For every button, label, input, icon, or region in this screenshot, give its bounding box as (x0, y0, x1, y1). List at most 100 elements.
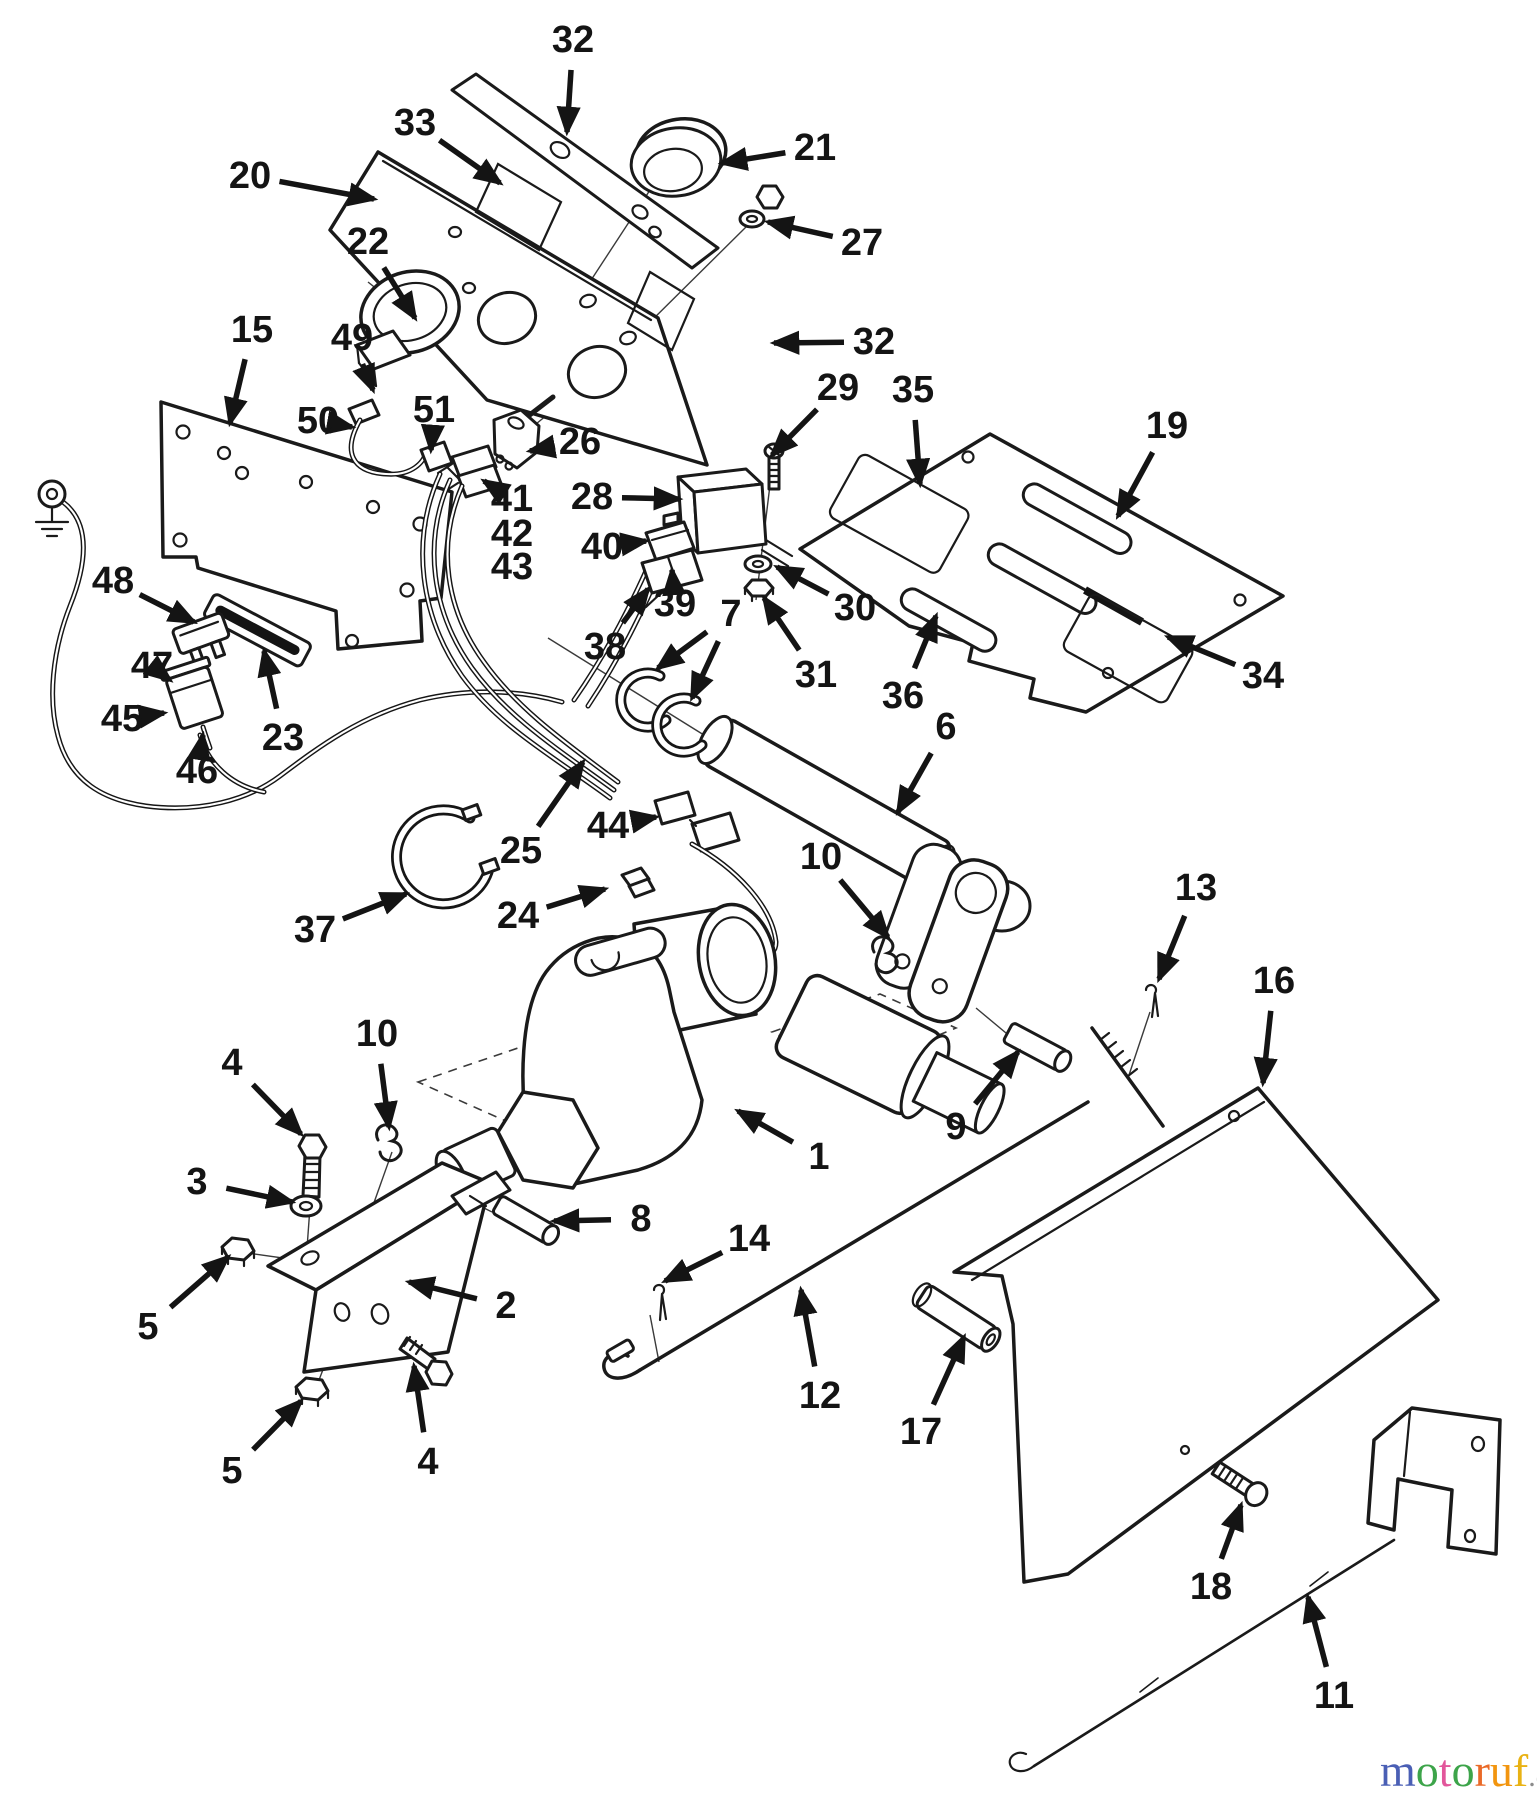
callout-30: 30 (773, 564, 876, 629)
part-number-label: 10 (356, 1013, 398, 1055)
part-side-panel-16 (952, 1086, 1440, 1584)
callout-25: 25 (500, 758, 586, 872)
callout-18: 18 (1190, 1500, 1244, 1608)
part-number-label: 23 (262, 717, 304, 759)
part-number-label: 24 (497, 895, 539, 937)
part-lift-rod-12 (602, 1026, 1165, 1380)
callout-50: 50 (297, 400, 357, 442)
callout-3: 3 (186, 1161, 297, 1209)
callout-arrow (654, 629, 709, 671)
callout-31: 31 (761, 594, 837, 696)
callout-11: 11 (1302, 1592, 1354, 1717)
part-number-label: 32 (552, 19, 594, 61)
callout-arrow (404, 1276, 478, 1302)
callout-34: 34 (1163, 634, 1284, 697)
part-number-label: 6 (935, 706, 956, 748)
callout-6: 6 (895, 706, 957, 816)
callout-49: 49 (331, 317, 376, 395)
part-number-label: 46 (176, 750, 218, 792)
part-number-label: 18 (1190, 1566, 1232, 1608)
callout-27: 27 (763, 215, 883, 264)
part-number-label: 19 (1146, 405, 1188, 447)
callout-arrow (662, 565, 687, 597)
part-number-label: 25 (500, 830, 542, 872)
part-number-label: 21 (794, 127, 836, 169)
part-number-label: 41 (491, 478, 533, 520)
part-number-label: 14 (728, 1218, 770, 1260)
callout-arrow (535, 758, 586, 828)
part-number-label: 35 (892, 369, 934, 411)
callout-42: 42 (491, 513, 533, 555)
callout-5: 5 (137, 1254, 232, 1348)
part-nut-washer-27 (738, 184, 785, 229)
part-connector-stack-41-42-43 (436, 444, 504, 499)
callout-arrow (763, 215, 834, 240)
callout-1: 1 (734, 1108, 830, 1178)
callout-arrow (838, 878, 891, 941)
callout-48: 48 (92, 560, 198, 625)
callout-arrow (1302, 1592, 1330, 1668)
part-number-label: 4 (417, 1441, 438, 1483)
callout-arrow (324, 410, 357, 435)
part-number-label: 22 (347, 221, 389, 263)
part-mounting-plate-15 (159, 400, 454, 651)
part-number-label: 40 (581, 526, 623, 568)
part-number-label: 28 (571, 476, 613, 518)
callout-arrow (628, 809, 661, 834)
part-number-label: 5 (137, 1306, 158, 1348)
callout-arrow (437, 138, 504, 186)
part-number-label: 10 (800, 836, 842, 878)
part-mounting-bracket-2 (266, 1161, 512, 1374)
callout-2: 2 (404, 1276, 517, 1327)
part-number-label: 48 (92, 560, 134, 602)
part-number-label: 15 (231, 309, 273, 351)
part-number-label: 17 (900, 1411, 942, 1453)
part-number-label: 30 (834, 587, 876, 629)
part-number-label: 32 (853, 321, 895, 363)
part-clevis-pin-9 (1002, 1022, 1073, 1073)
callout-4: 4 (221, 1042, 305, 1138)
part-number-label: 37 (294, 909, 336, 951)
callout-8: 8 (549, 1198, 652, 1240)
callout-arrow (769, 330, 845, 355)
callout-32: 32 (769, 321, 895, 363)
part-number-label: 33 (394, 102, 436, 144)
part-number-label: 2 (495, 1285, 516, 1327)
callout-arrow (717, 147, 786, 171)
callout-16: 16 (1253, 960, 1295, 1088)
part-heat-shield-plate-19 (798, 432, 1285, 714)
part-number-label: 3 (186, 1161, 207, 1203)
callout-arrow (619, 532, 651, 557)
callout-arrow (352, 362, 376, 395)
part-corner-bracket (1366, 1406, 1502, 1556)
callout-arrow (761, 594, 802, 652)
part-number-label: 1 (808, 1136, 829, 1178)
callout-arrow (224, 358, 248, 428)
part-number-label: 38 (584, 626, 626, 668)
part-number-label: 44 (587, 805, 629, 847)
callout-13: 13 (1156, 867, 1217, 984)
watermark-logo: motoruf.de (1380, 1745, 1537, 1796)
callout-arrow (480, 478, 512, 505)
part-dash-panel-20 (328, 150, 709, 467)
callout-4: 4 (405, 1361, 439, 1483)
part-number-label: 12 (799, 1375, 841, 1417)
callout-14: 14 (661, 1218, 770, 1284)
callout-arrow (341, 891, 411, 922)
callout-arrow (793, 1285, 818, 1367)
callout-33: 33 (394, 102, 504, 186)
part-number-label: 29 (817, 367, 859, 409)
callout-22: 22 (347, 221, 418, 322)
part-ground-wire (34, 479, 562, 808)
callout-15: 15 (224, 309, 273, 428)
callout-arrow (1115, 451, 1156, 520)
callout-arrow (278, 178, 379, 207)
callout-17: 17 (900, 1332, 967, 1453)
part-number-label: 36 (882, 675, 924, 717)
callout-arrow (420, 423, 445, 455)
part-number-label: 45 (101, 698, 143, 740)
callout-arrow (734, 1108, 795, 1145)
